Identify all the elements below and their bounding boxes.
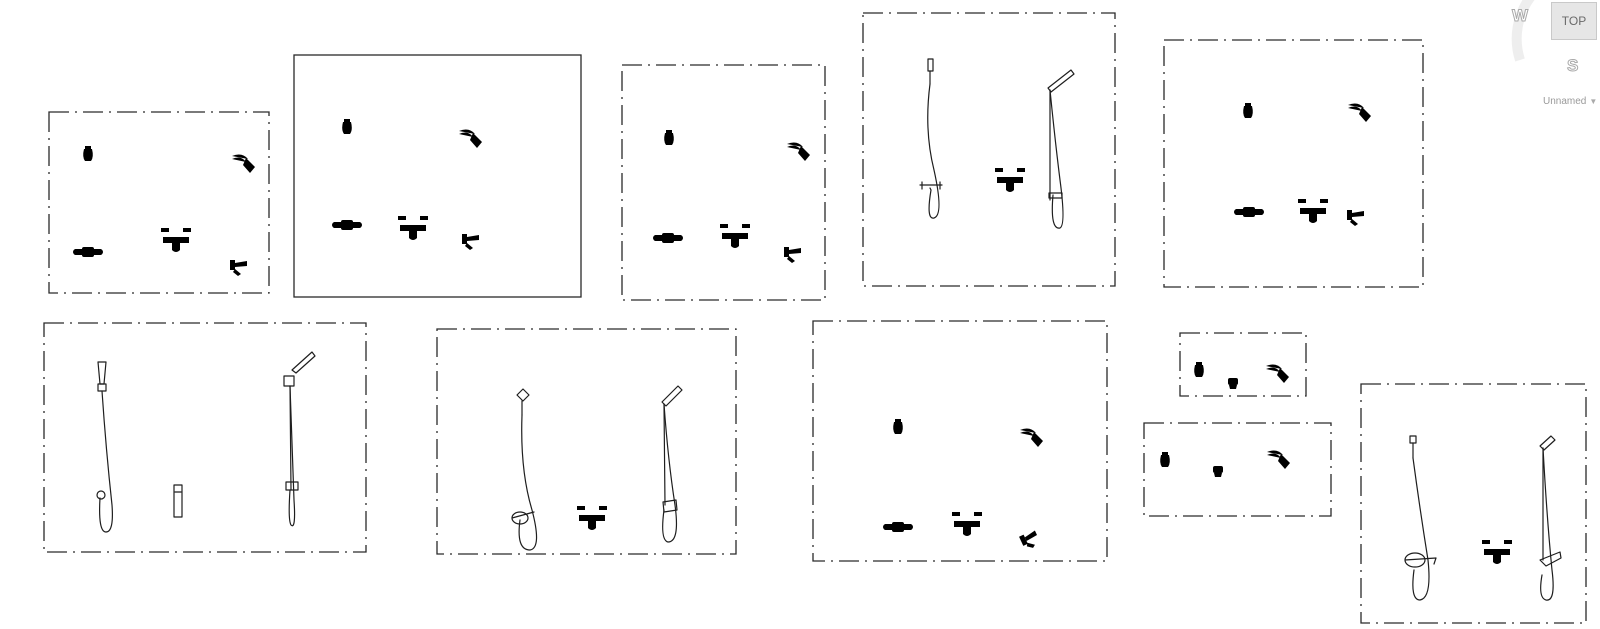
shower-head-icon[interactable] — [664, 130, 674, 145]
compass-south-label[interactable]: S — [1566, 56, 1579, 76]
block-group-7[interactable] — [436, 328, 737, 555]
block-group-5[interactable] — [1163, 39, 1424, 288]
block-group-2[interactable] — [293, 54, 582, 298]
hand-shower-hose-icon[interactable] — [1404, 435, 1437, 601]
spout-icon[interactable] — [173, 484, 183, 518]
shower-arm-icon[interactable] — [1266, 364, 1289, 383]
block-group-6[interactable] — [43, 322, 367, 553]
shower-rail-icon[interactable] — [1539, 435, 1562, 601]
shower-arm-icon[interactable] — [1020, 428, 1043, 447]
compass-west-label[interactable]: W — [1511, 6, 1529, 26]
shower-head-icon[interactable] — [893, 419, 903, 434]
bath-mixer-icon[interactable] — [161, 228, 191, 252]
rain-shower-icon[interactable] — [1213, 446, 1223, 477]
block-group-1[interactable] — [48, 111, 270, 294]
block-group-3[interactable] — [621, 64, 826, 301]
block-group-4[interactable] — [862, 12, 1116, 287]
block-group-11[interactable] — [1360, 383, 1587, 624]
bath-mixer-icon[interactable] — [1482, 540, 1512, 564]
spout-icon[interactable] — [462, 234, 479, 250]
shower-head-icon[interactable] — [1194, 362, 1204, 377]
view-selector-dropdown[interactable]: Unnamed ▼ — [1543, 93, 1600, 110]
hand-shower-hose-icon[interactable] — [919, 58, 943, 219]
shower-head-icon[interactable] — [342, 119, 352, 134]
mixer-valve-icon[interactable] — [653, 233, 683, 250]
block-group-10[interactable] — [1143, 422, 1332, 517]
viewcube-top-face[interactable]: TOP — [1551, 2, 1597, 40]
mixer-valve-icon[interactable] — [1234, 207, 1264, 224]
block-group-8[interactable] — [812, 320, 1108, 562]
shower-arm-icon[interactable] — [459, 129, 482, 148]
bath-mixer-icon[interactable] — [398, 216, 428, 240]
view-selector-label: Unnamed — [1543, 96, 1587, 107]
spout-icon[interactable] — [784, 247, 801, 263]
spout-icon[interactable] — [230, 260, 247, 276]
mixer-valve-icon[interactable] — [883, 522, 913, 539]
bath-mixer-icon[interactable] — [1298, 199, 1328, 223]
spout-icon[interactable] — [1019, 529, 1042, 552]
viewcube[interactable] — [1490, 0, 1600, 110]
hand-shower-hose-icon[interactable] — [511, 388, 538, 551]
shower-arm-icon[interactable] — [1267, 450, 1290, 469]
compass-ring[interactable] — [1511, 0, 1600, 62]
shower-arm-icon[interactable] — [787, 142, 810, 161]
bath-mixer-icon[interactable] — [577, 506, 607, 530]
shower-head-icon[interactable] — [83, 146, 93, 161]
bath-mixer-icon[interactable] — [952, 512, 982, 536]
shower-rail-icon[interactable] — [283, 351, 316, 527]
block-group-9[interactable] — [1179, 332, 1307, 397]
bath-mixer-icon[interactable] — [720, 224, 750, 248]
spout-icon[interactable] — [1347, 210, 1364, 226]
shower-arm-icon[interactable] — [232, 154, 255, 173]
shower-head-icon[interactable] — [1243, 103, 1253, 118]
mixer-valve-icon[interactable] — [73, 247, 103, 264]
mixer-valve-icon[interactable] — [332, 220, 362, 237]
shower-arm-icon[interactable] — [1348, 103, 1371, 122]
bath-mixer-icon[interactable] — [995, 168, 1025, 192]
hand-shower-hose-icon[interactable] — [96, 361, 113, 533]
chevron-down-icon: ▼ — [1589, 97, 1598, 106]
shower-rail-icon[interactable] — [661, 385, 683, 543]
shower-rail-icon[interactable] — [1047, 69, 1075, 229]
shower-head-icon[interactable] — [1160, 452, 1170, 467]
rain-shower-icon[interactable] — [1228, 358, 1238, 389]
